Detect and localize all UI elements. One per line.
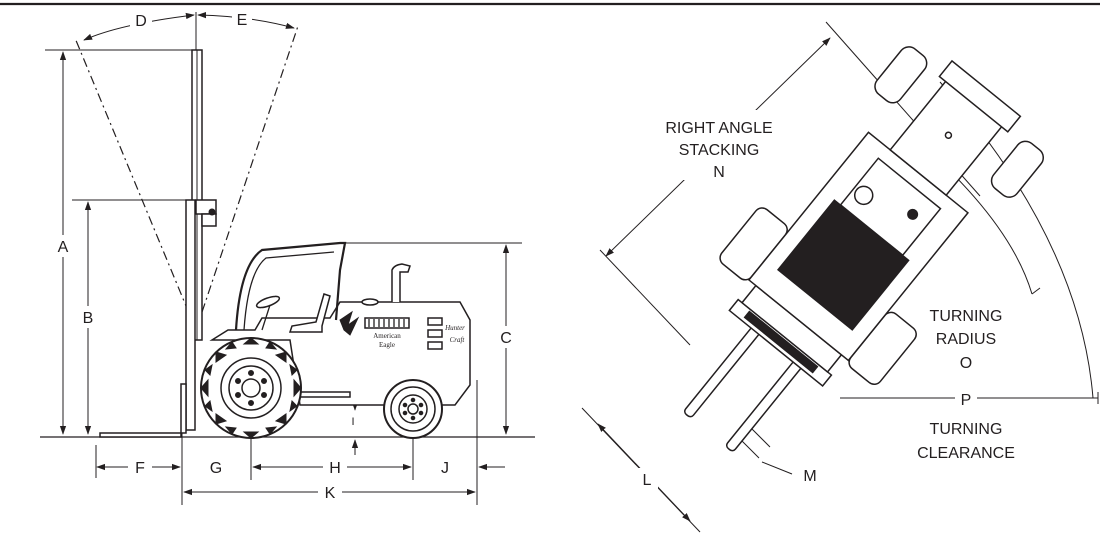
steering-wheel bbox=[255, 295, 281, 309]
label-d: D bbox=[135, 13, 147, 30]
fork-right-top bbox=[725, 353, 808, 452]
engine-cover-top bbox=[839, 157, 942, 257]
label-j: J bbox=[441, 460, 449, 477]
d-label-bg bbox=[130, 10, 152, 30]
e-label-bg bbox=[232, 8, 252, 28]
carriage-plate bbox=[743, 310, 819, 374]
steering-column bbox=[261, 304, 271, 331]
label-c: C bbox=[500, 330, 512, 347]
tilt-forward-line bbox=[74, 37, 197, 331]
tilt-back-line bbox=[195, 25, 299, 331]
l-label-bg bbox=[636, 468, 658, 490]
counterweight-top bbox=[938, 59, 1022, 133]
label-p: P bbox=[961, 392, 972, 409]
caption-turning-radius-line2: RADIUS bbox=[936, 331, 996, 348]
label-k: K bbox=[325, 485, 336, 502]
fuel-cap bbox=[361, 298, 379, 306]
dim-m-leader bbox=[761, 461, 793, 475]
p-label-bg bbox=[955, 387, 977, 409]
a-label-bg bbox=[53, 235, 73, 257]
rear-wheel bbox=[383, 379, 443, 439]
label-l: L bbox=[643, 472, 652, 489]
o-caption-bg bbox=[920, 300, 1030, 374]
front-lug-nuts bbox=[235, 370, 267, 406]
ext-n-left bbox=[599, 249, 691, 346]
label-n: N bbox=[713, 164, 725, 181]
decal-brand-line2: Eagle bbox=[379, 341, 395, 349]
c-label-bg bbox=[496, 326, 516, 348]
label-f: F bbox=[135, 460, 145, 477]
exhaust-stack bbox=[391, 263, 411, 302]
caption-right-angle-line1: RIGHT ANGLE bbox=[665, 120, 772, 137]
side-view: D E A B C F G H bbox=[40, 8, 535, 505]
label-m: M bbox=[803, 468, 816, 485]
f-label-bg bbox=[128, 456, 152, 478]
caption-turning-clearance-line2: CLEARANCE bbox=[917, 445, 1015, 462]
steering-top bbox=[853, 185, 874, 206]
fork-left-top bbox=[684, 319, 766, 418]
eagle-emblem bbox=[339, 310, 360, 336]
grille-slots bbox=[368, 319, 405, 327]
rear-pin-top bbox=[944, 131, 953, 139]
rear-right-tire-top bbox=[990, 140, 1044, 198]
operator-seat bbox=[288, 293, 331, 333]
label-o: O bbox=[960, 355, 972, 372]
label-a: A bbox=[58, 239, 69, 256]
fork-tine bbox=[99, 383, 187, 438]
rear-lug-nuts bbox=[402, 397, 424, 421]
caption-turning-clearance-line1: TURNING bbox=[930, 421, 1003, 438]
front-wheel bbox=[200, 337, 302, 439]
exhaust-top bbox=[907, 208, 919, 220]
step bbox=[299, 391, 351, 398]
forklift-side: American Eagle Hunter Craft bbox=[99, 49, 471, 439]
n-caption-bg bbox=[650, 110, 795, 180]
forklift-top bbox=[684, 46, 1044, 452]
decal-brand-line1: American bbox=[373, 332, 401, 340]
label-b: B bbox=[83, 310, 94, 327]
label-g: G bbox=[210, 460, 222, 477]
grille bbox=[364, 317, 410, 329]
decal-maker-line2: Craft bbox=[450, 336, 466, 344]
side-vents bbox=[427, 317, 443, 350]
label-h: H bbox=[329, 460, 341, 477]
front-tire-lugs bbox=[200, 337, 302, 439]
caption-turning-radius-line1: TURNING bbox=[930, 308, 1003, 325]
b-label-bg bbox=[78, 306, 98, 328]
carriage-bracket-lower bbox=[201, 213, 217, 227]
h-label-bg bbox=[323, 456, 347, 478]
turning-radius-tick bbox=[1031, 287, 1041, 295]
carriage-bolt bbox=[208, 208, 216, 216]
dim-d-arc bbox=[83, 12, 195, 41]
label-i: I bbox=[351, 416, 354, 428]
overhead-guard bbox=[234, 241, 347, 331]
k-label-bg bbox=[318, 481, 342, 503]
decal-maker-line1: Hunter bbox=[444, 324, 465, 332]
overhead-guard-inner bbox=[243, 251, 335, 331]
top-view: RIGHT ANGLE STACKING N TURNING RADIUS O … bbox=[581, 21, 1099, 533]
fork-carriage bbox=[185, 199, 196, 431]
caption-right-angle-line2: STACKING bbox=[679, 142, 760, 159]
rear-left-tire-top bbox=[874, 46, 928, 104]
label-e: E bbox=[237, 12, 248, 29]
